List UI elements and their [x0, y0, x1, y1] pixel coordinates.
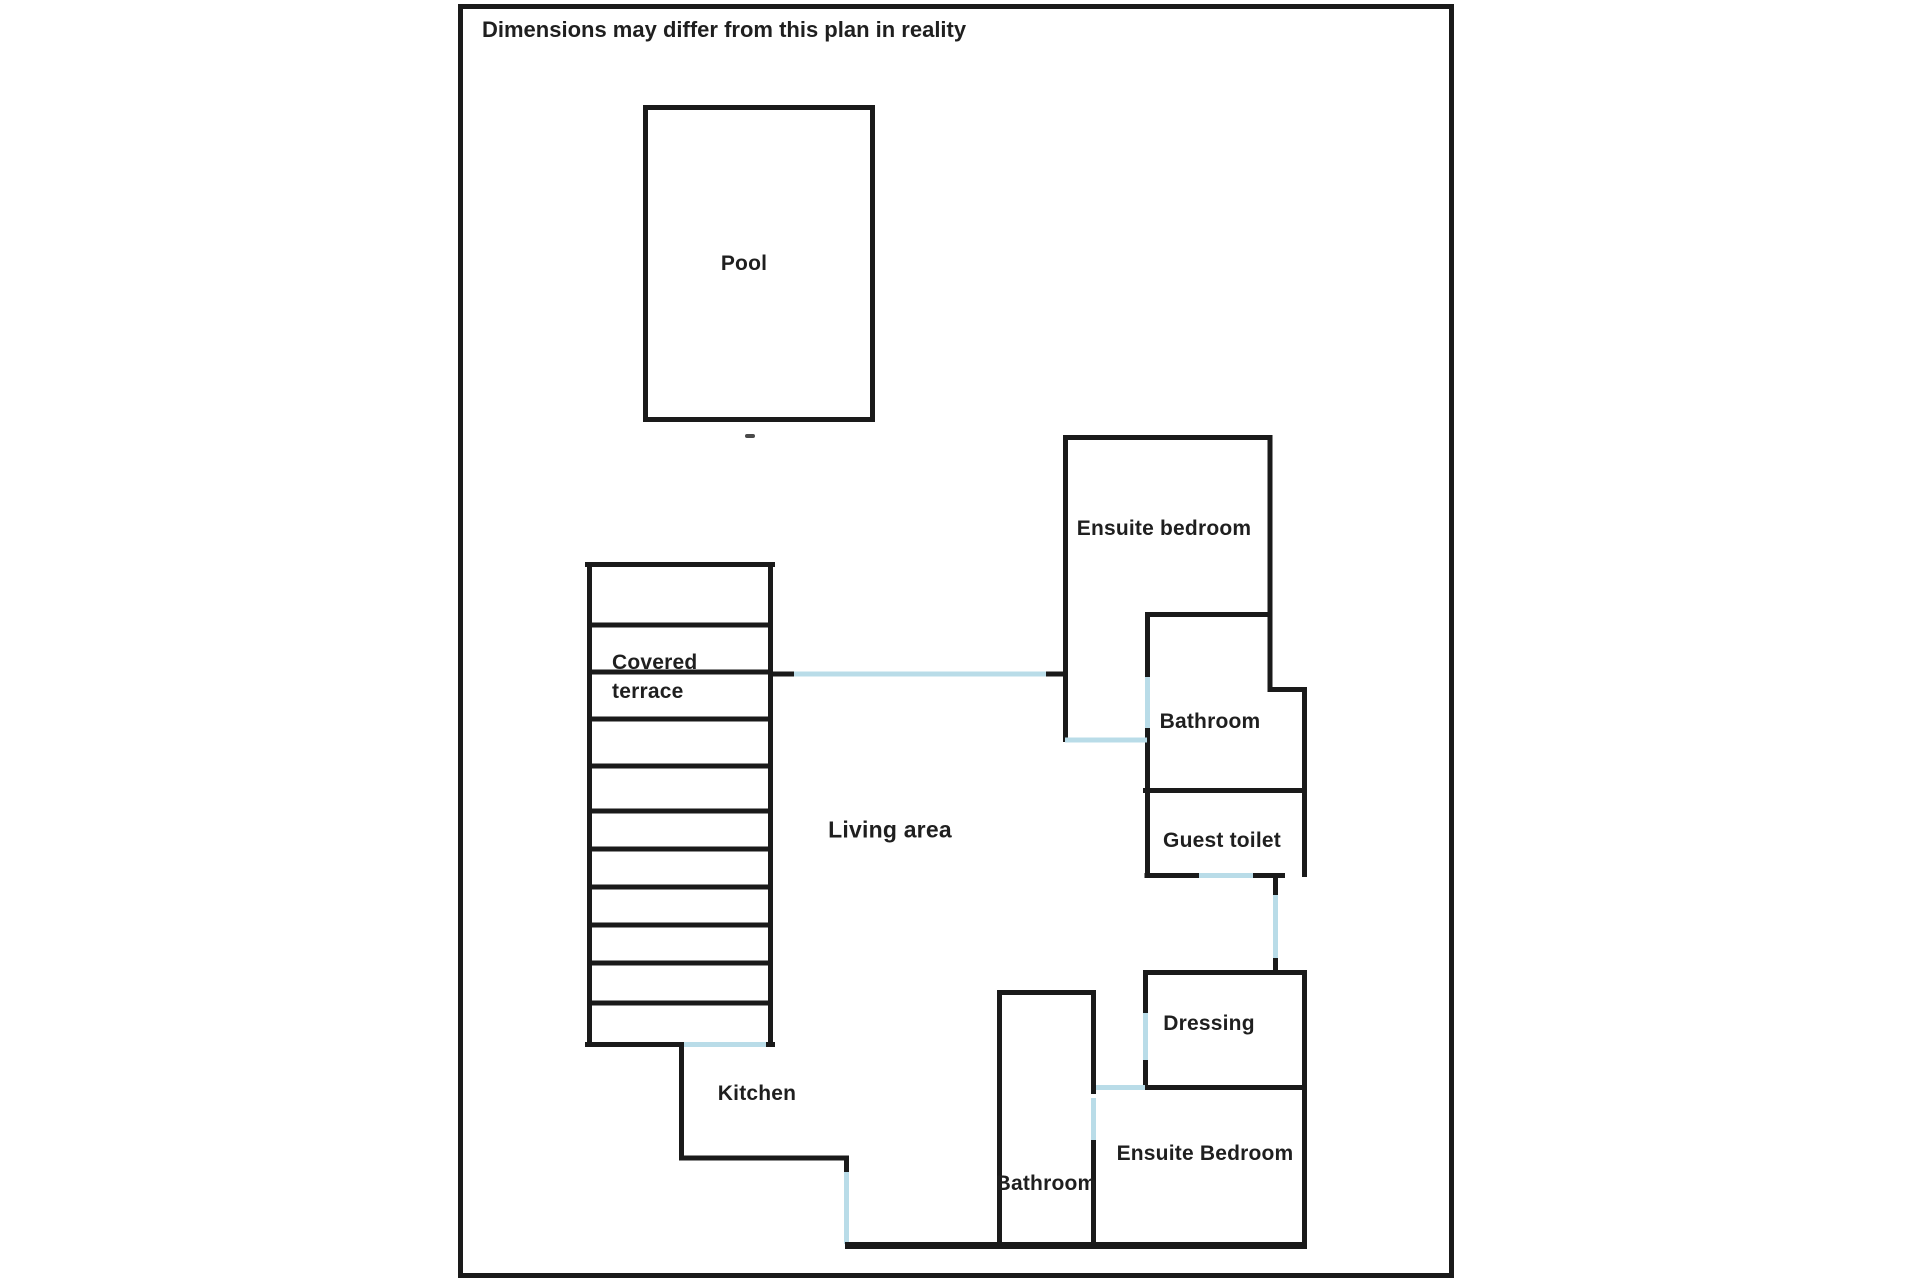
pool-rect	[643, 105, 875, 422]
dressing-label: Dressing	[1163, 1012, 1255, 1035]
plan-outer-border	[458, 4, 1454, 1278]
pool-label: Pool	[720, 252, 768, 275]
pool-outline	[643, 105, 875, 438]
living-area-label: Living area	[828, 816, 952, 843]
covered-terrace-outline	[585, 562, 775, 1047]
covered-terrace-label-line2: terrace	[612, 680, 684, 703]
disclaimer-text: Dimensions may differ from this plan in …	[482, 17, 967, 42]
kitchen-label: Kitchen	[717, 1082, 797, 1105]
bathroom-bottom-walls	[997, 990, 1096, 1245]
dressing-walls	[1095, 970, 1307, 1247]
guest-toilet-label: Guest toilet	[1163, 829, 1281, 852]
ensuite-bedroom-top-label: Ensuite bedroom	[1076, 517, 1252, 540]
covered-terrace-label: Covered terrace	[612, 648, 697, 706]
kitchen-walls	[679, 1045, 1307, 1249]
bathroom-bottom-label: Bathroom	[995, 1172, 1097, 1195]
pool-marker-dot	[745, 434, 755, 438]
ensuite-wing-walls	[1063, 435, 1307, 878]
bathroom-top-label: Bathroom	[1159, 710, 1261, 733]
ensuite-bedroom-bottom-label: Ensuite Bedroom	[1116, 1142, 1294, 1165]
covered-terrace-label-line1: Covered	[612, 651, 698, 674]
